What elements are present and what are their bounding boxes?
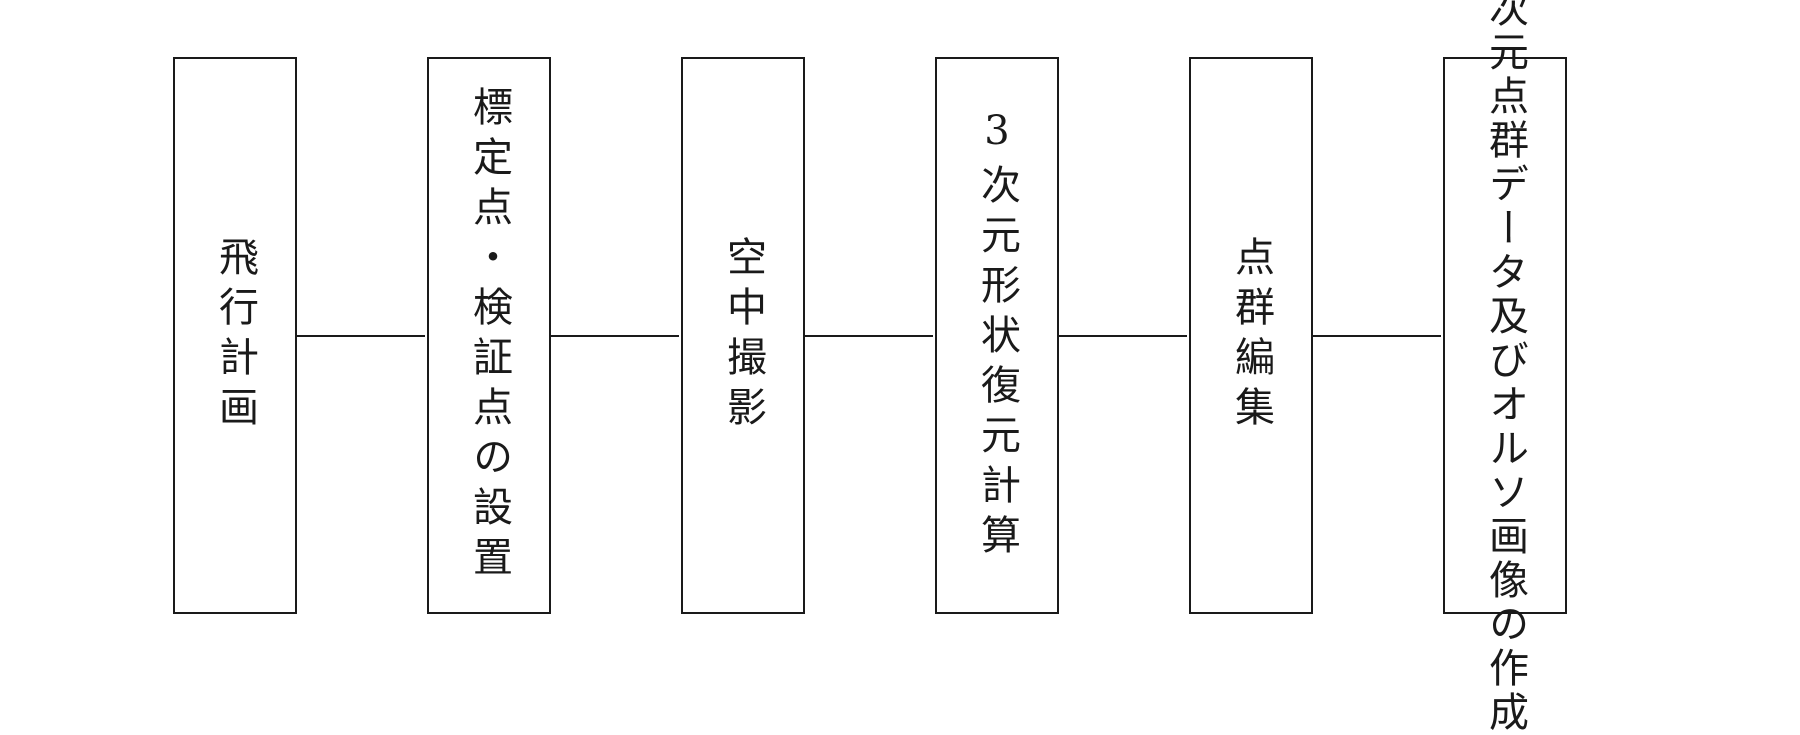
- step-point-cloud-editing: 点群編集: [1189, 57, 1313, 614]
- step-flight-plan: 飛行計画: [173, 57, 297, 614]
- step-control-points-label: 標定点・検証点の設置: [466, 85, 512, 586]
- step-3d-reconstruction-label: 3次元形状復元計算: [974, 107, 1020, 564]
- connector-4-5: [1059, 335, 1187, 337]
- step-control-points: 標定点・検証点の設置: [427, 57, 551, 614]
- workflow-diagram: 飛行計画 標定点・検証点の設置 空中撮影 3次元形状復元計算 点群編集 3次元点…: [173, 0, 1567, 735]
- connector-1-2: [297, 335, 425, 337]
- connector-2-3: [551, 335, 679, 337]
- step-point-cloud-editing-label: 点群編集: [1228, 235, 1274, 436]
- connector-5-6: [1313, 335, 1441, 337]
- step-3d-reconstruction: 3次元形状復元計算: [935, 57, 1059, 614]
- step-aerial-photography-label: 空中撮影: [720, 235, 766, 436]
- step-output-creation-label: 3次元点群データ及びオルソ画像の作成: [1482, 0, 1528, 735]
- connector-3-4: [805, 335, 933, 337]
- step-output-creation: 3次元点群データ及びオルソ画像の作成: [1443, 0, 1567, 735]
- step-flight-plan-label: 飛行計画: [212, 235, 258, 436]
- step-aerial-photography: 空中撮影: [681, 57, 805, 614]
